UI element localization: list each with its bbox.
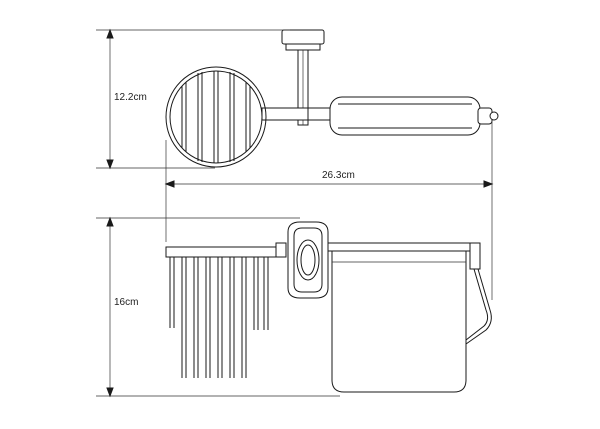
dimension-height-top-label: 12.2cm (114, 92, 147, 103)
front-holder-bar (327, 242, 481, 252)
front-spring-arm (465, 268, 489, 341)
front-view (165, 221, 492, 393)
dimension-width: 26.3cm (164, 122, 494, 300)
top-view (165, 29, 499, 168)
front-basket-wires (169, 257, 269, 378)
dimension-height-bottom: 16cm (96, 216, 340, 398)
dimension-width-label: 26.3cm (322, 170, 355, 181)
round-basket-outer (165, 66, 267, 168)
front-holder-end (469, 242, 481, 270)
round-basket-inner (169, 70, 263, 164)
top-roll-knob (489, 111, 499, 121)
top-arm-left (261, 107, 313, 121)
dimension-height-bottom-label: 16cm (114, 297, 138, 308)
front-basket-bracket (275, 242, 287, 258)
top-wall-plate-base (285, 43, 321, 51)
top-roll-cover (329, 96, 481, 136)
front-rosette-knob (296, 239, 320, 281)
dimension-height-top: 12.2cm (96, 28, 290, 170)
round-basket-wires (181, 71, 251, 163)
top-wall-plate (281, 29, 325, 45)
front-roll-cover (331, 250, 467, 393)
front-basket-rail (165, 246, 277, 258)
